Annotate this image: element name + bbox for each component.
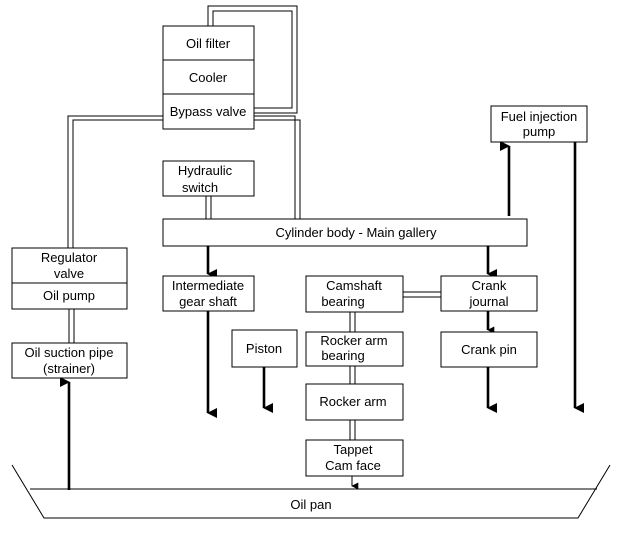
camshaft-bearing-box: Camshaft bearing: [305, 275, 404, 313]
bypass-valve-label: Bypass valve: [170, 104, 247, 119]
hydraulic-switch-line2: switch: [182, 180, 218, 195]
tappet-cam-face-box: Tappet Cam face: [305, 439, 404, 477]
piston-box: Piston: [231, 329, 298, 368]
fuel-injection-pump-line1: Fuel injection: [501, 109, 578, 124]
fuel-injection-pump-line2: pump: [523, 124, 556, 139]
fuel-injection-pump-box: Fuel injection pump: [490, 105, 588, 143]
hydraulic-switch-line1: Hydraulic: [178, 163, 233, 178]
oil-suction-pipe-line1: Oil suction pipe: [25, 345, 114, 360]
oil-filter-label: Oil filter: [186, 36, 231, 51]
hydraulic-switch-box: Hydraulic switch: [162, 160, 255, 197]
crank-journal-line1: Crank: [472, 278, 507, 293]
oil-filter-stack: Oil filter Cooler Bypass valve: [162, 25, 255, 130]
crank-pin-label: Crank pin: [461, 342, 517, 357]
camshaft-bearing-line1: Camshaft: [326, 278, 382, 293]
rocker-arm-label: Rocker arm: [319, 394, 386, 409]
oil-pump-label: Oil pump: [43, 288, 95, 303]
oil-pan: Oil pan: [11, 464, 611, 519]
oil-suction-pipe-box: Oil suction pipe (strainer): [11, 342, 128, 379]
rocker-arm-bearing-box: Rocker arm bearing: [305, 331, 404, 367]
cooler-label: Cooler: [189, 70, 228, 85]
rocker-arm-bearing-line1: Rocker arm: [320, 333, 387, 348]
tappet-cam-face-line1: Tappet: [333, 442, 372, 457]
flow-arrows: [60, 141, 584, 490]
regulator-valve-line2: valve: [54, 266, 84, 281]
oil-suction-pipe-line2: (strainer): [43, 361, 95, 376]
camshaft-bearing-line2: bearing: [321, 294, 364, 309]
pipe-lines: [67, 5, 441, 440]
crank-journal-line2: journal: [468, 294, 508, 309]
rocker-arm-bearing-line2: bearing: [321, 348, 364, 363]
main-gallery-box: Cylinder body - Main gallery: [162, 218, 528, 247]
intermediate-gear-shaft-line2: gear shaft: [179, 294, 237, 309]
regulator-oil-pump-stack: Regulator valve Oil pump: [11, 247, 128, 310]
intermediate-gear-shaft-line1: Intermediate: [172, 278, 244, 293]
regulator-valve-line1: Regulator: [41, 250, 98, 265]
intermediate-gear-shaft-box: Intermediate gear shaft: [162, 275, 255, 312]
rocker-arm-box: Rocker arm: [305, 383, 404, 421]
tappet-cam-face-line2: Cam face: [325, 458, 381, 473]
crank-pin-box: Crank pin: [440, 331, 538, 368]
piston-label: Piston: [246, 341, 282, 356]
oil-pan-label: Oil pan: [290, 497, 331, 512]
crank-journal-box: Crank journal: [440, 275, 538, 312]
main-gallery-label: Cylinder body - Main gallery: [275, 225, 437, 240]
